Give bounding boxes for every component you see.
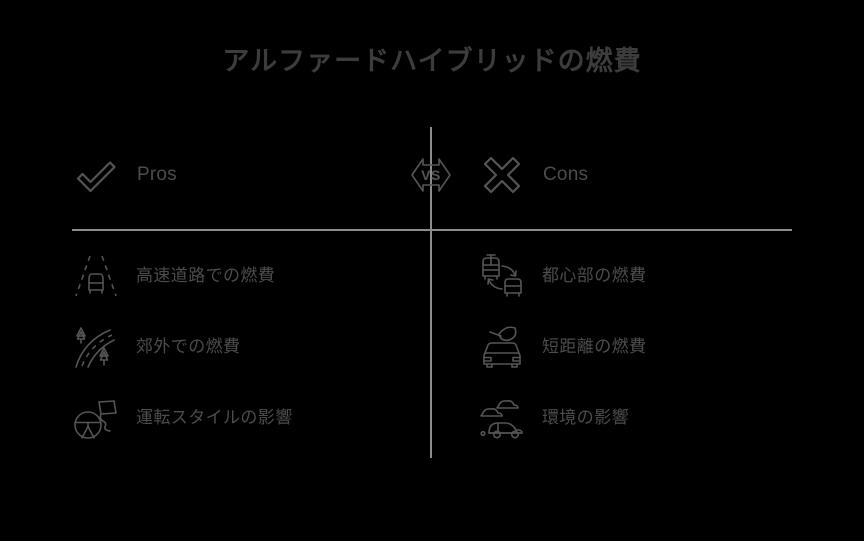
cons-label: Cons [543, 164, 589, 185]
vs-badge-icon [404, 148, 458, 202]
list-item-label: 短距離の燃費 [542, 337, 647, 356]
vertical-divider [430, 127, 432, 458]
list-item: 高速道路での燃費 [70, 248, 275, 304]
list-item-label: 高速道路での燃費 [136, 266, 276, 285]
pros-header: Pros [72, 150, 177, 200]
horizontal-divider [72, 229, 792, 231]
cross-icon [478, 151, 526, 199]
list-item-label: 都心部の燃費 [542, 266, 647, 285]
list-item: 環境の影響 [476, 390, 629, 446]
list-item: 短距離の燃費 [476, 319, 646, 375]
list-item: 都心部の燃費 [476, 248, 646, 304]
car-clouds-icon [476, 392, 528, 444]
list-item-label: 郊外での燃費 [136, 337, 241, 356]
list-item: 郊外での燃費 [70, 319, 240, 375]
highway-road-icon [70, 250, 122, 302]
steering-wheel-icon [70, 392, 122, 444]
check-icon [72, 151, 120, 199]
eco-car-icon [476, 321, 528, 373]
list-item-label: 環境の影響 [542, 408, 629, 427]
city-traffic-icon [476, 250, 528, 302]
cons-header: Cons [478, 150, 588, 200]
pros-label: Pros [137, 164, 177, 185]
list-item-label: 運転スタイルの影響 [136, 408, 293, 427]
page-title: アルファードハイブリッドの燃費 [222, 46, 642, 76]
list-item: 運転スタイルの影響 [70, 390, 293, 446]
countryside-road-icon [70, 321, 122, 373]
